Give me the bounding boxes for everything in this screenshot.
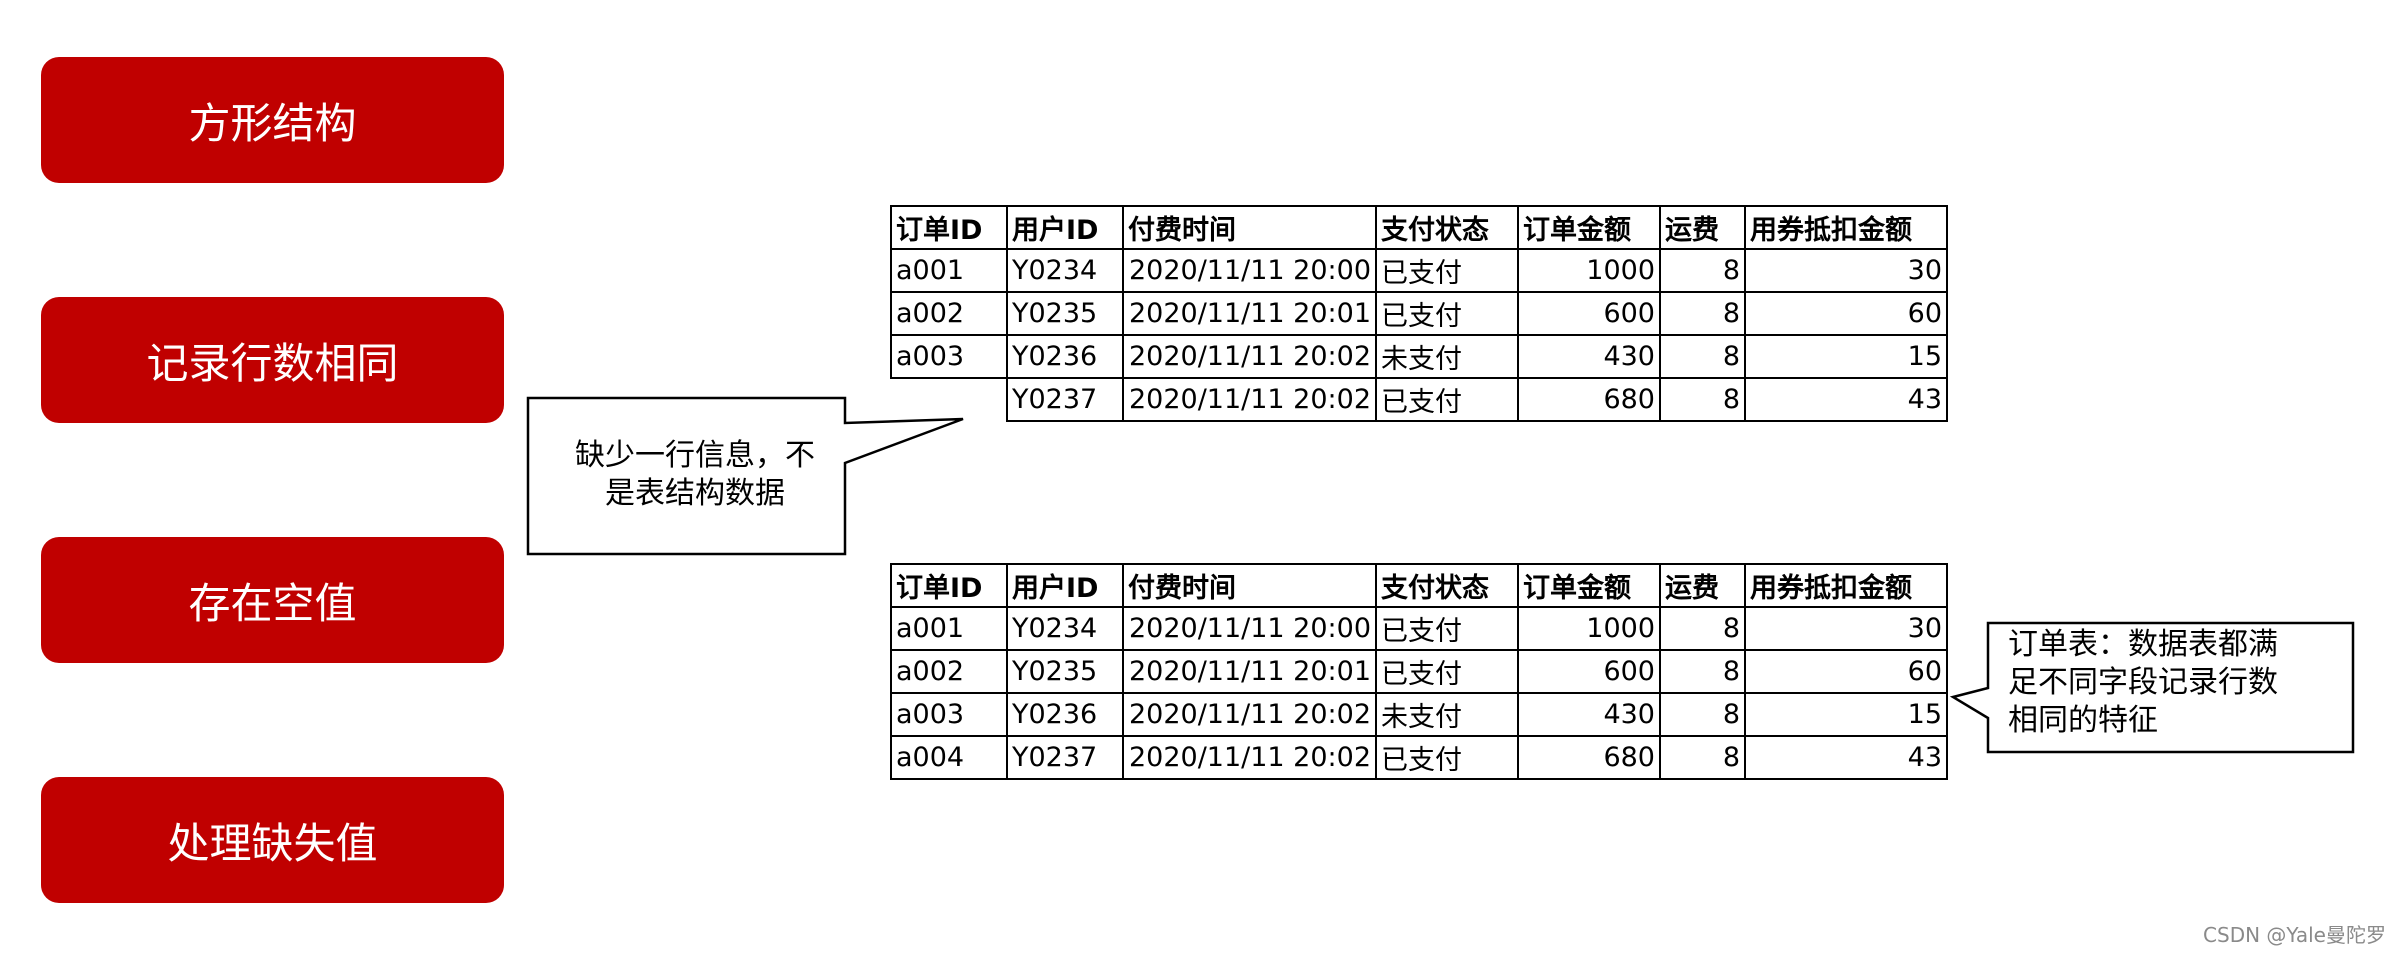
table-cell: 2020/11/11 20:02 [1122, 334, 1377, 379]
table-cell: 8 [1659, 606, 1746, 651]
same-row-count-button[interactable]: 记录行数相同 [41, 297, 504, 423]
header-coupon-amount: 用券抵扣金额 [1744, 205, 1948, 250]
callout-missing-row-text: 缺少一行信息，不 是表结构数据 [545, 437, 845, 513]
table-cell: 2020/11/11 20:01 [1122, 649, 1377, 694]
header-user-id: 用户ID [1006, 205, 1124, 250]
order-table-incomplete: 订单ID 用户ID 付费时间 支付状态 订单金额 运费 用券抵扣金额 a001 … [890, 205, 1948, 422]
callout-order-table-text: 订单表：数据表都满 足不同字段记录行数 相同的特征 [2008, 626, 2338, 740]
table-cell: 已支付 [1375, 649, 1519, 694]
null-values-button[interactable]: 存在空值 [41, 537, 504, 663]
null-values-label: 存在空值 [188, 578, 357, 628]
header-pay-status: 支付状态 [1375, 563, 1519, 608]
table-cell: 600 [1517, 649, 1661, 694]
table-header-row: 订单ID 用户ID 付费时间 支付状态 订单金额 运费 用券抵扣金额 [890, 205, 1948, 250]
header-order-id: 订单ID [890, 205, 1008, 250]
table-cell: 已支付 [1375, 377, 1519, 422]
table-cell: 8 [1659, 692, 1746, 737]
table-cell: Y0236 [1006, 692, 1124, 737]
table-cell: 1000 [1517, 248, 1661, 293]
table-cell: Y0234 [1006, 606, 1124, 651]
table-cell: a001 [890, 606, 1008, 651]
table-row: a003 Y0236 2020/11/11 20:02 未支付 430 8 15 [890, 692, 1948, 737]
table-cell: a003 [890, 692, 1008, 737]
table-cell: 8 [1659, 649, 1746, 694]
table-cell: 已支付 [1375, 248, 1519, 293]
table-cell: 430 [1517, 334, 1661, 379]
table-cell: 未支付 [1375, 692, 1519, 737]
table-cell: 未支付 [1375, 334, 1519, 379]
callout-order-table-line3: 相同的特征 [2008, 703, 2158, 738]
header-shipping: 运费 [1659, 563, 1746, 608]
header-pay-time: 付费时间 [1122, 205, 1377, 250]
table-cell: 8 [1659, 735, 1746, 780]
table-cell: 680 [1517, 735, 1661, 780]
header-pay-time: 付费时间 [1122, 563, 1377, 608]
table-cell: 8 [1659, 377, 1746, 422]
callout-missing-row-line1: 缺少一行信息，不 [575, 438, 815, 473]
table-cell: 430 [1517, 692, 1661, 737]
table-cell: Y0236 [1006, 334, 1124, 379]
table-cell: 8 [1659, 334, 1746, 379]
table-cell: 680 [1517, 377, 1661, 422]
header-shipping: 运费 [1659, 205, 1746, 250]
table-row: a002 Y0235 2020/11/11 20:01 已支付 600 8 60 [890, 291, 1948, 336]
table-cell: 30 [1744, 606, 1948, 651]
table-cell: Y0235 [1006, 291, 1124, 336]
order-table-complete: 订单ID 用户ID 付费时间 支付状态 订单金额 运费 用券抵扣金额 a001 … [890, 563, 1948, 780]
table-cell: 15 [1744, 334, 1948, 379]
table-cell: 8 [1659, 248, 1746, 293]
table-cell: 60 [1744, 649, 1948, 694]
handle-missing-values-button[interactable]: 处理缺失值 [41, 777, 504, 903]
table-cell: 2020/11/11 20:00 [1122, 248, 1377, 293]
table-cell: 2020/11/11 20:02 [1122, 735, 1377, 780]
header-pay-status: 支付状态 [1375, 205, 1519, 250]
table-cell: a001 [890, 248, 1008, 293]
callout-order-table-line2: 足不同字段记录行数 [2008, 665, 2278, 700]
table-cell: Y0234 [1006, 248, 1124, 293]
table-cell: 2020/11/11 20:02 [1122, 692, 1377, 737]
table-cell: 1000 [1517, 606, 1661, 651]
callout-order-table-line1: 订单表：数据表都满 [2008, 627, 2278, 662]
table-cell: 2020/11/11 20:00 [1122, 606, 1377, 651]
table-row: Y0237 2020/11/11 20:02 已支付 680 8 43 [891, 377, 1948, 422]
table-cell: 15 [1744, 692, 1948, 737]
square-structure-label: 方形结构 [188, 98, 357, 148]
table-cell: 8 [1659, 291, 1746, 336]
table-cell: 已支付 [1375, 735, 1519, 780]
table-cell: a002 [890, 649, 1008, 694]
watermark: CSDN @Yale曼陀罗 [2203, 923, 2386, 947]
table-cell: Y0235 [1006, 649, 1124, 694]
handle-missing-values-label: 处理缺失值 [167, 818, 378, 868]
callout-missing-row-line2: 是表结构数据 [605, 476, 785, 511]
header-user-id: 用户ID [1006, 563, 1124, 608]
table-cell: a002 [890, 291, 1008, 336]
same-row-count-label: 记录行数相同 [146, 338, 399, 388]
table-cell: 2020/11/11 20:02 [1122, 377, 1377, 422]
table-cell: 600 [1517, 291, 1661, 336]
table-row: a001 Y0234 2020/11/11 20:00 已支付 1000 8 3… [890, 248, 1948, 293]
table-cell: Y0237 [1006, 377, 1124, 422]
table-cell: Y0237 [1006, 735, 1124, 780]
table-row: a002 Y0235 2020/11/11 20:01 已支付 600 8 60 [890, 649, 1948, 694]
table-cell: 43 [1744, 735, 1948, 780]
table-header-row: 订单ID 用户ID 付费时间 支付状态 订单金额 运费 用券抵扣金额 [890, 563, 1948, 608]
table-row: a001 Y0234 2020/11/11 20:00 已支付 1000 8 3… [890, 606, 1948, 651]
table-row: a003 Y0236 2020/11/11 20:02 未支付 430 8 15 [890, 334, 1948, 379]
table-cell: 43 [1744, 377, 1948, 422]
header-order-id: 订单ID [890, 563, 1008, 608]
table-cell: 2020/11/11 20:01 [1122, 291, 1377, 336]
table-cell: 已支付 [1375, 606, 1519, 651]
table-cell: 30 [1744, 248, 1948, 293]
header-coupon-amount: 用券抵扣金额 [1744, 563, 1948, 608]
square-structure-button[interactable]: 方形结构 [41, 57, 504, 183]
header-order-amount: 订单金额 [1517, 563, 1661, 608]
table-cell: a003 [890, 334, 1008, 379]
header-order-amount: 订单金额 [1517, 205, 1661, 250]
table-cell: 60 [1744, 291, 1948, 336]
table-row: a004 Y0237 2020/11/11 20:02 已支付 680 8 43 [890, 735, 1948, 780]
table-cell: 已支付 [1375, 291, 1519, 336]
table-cell: a004 [890, 735, 1008, 780]
